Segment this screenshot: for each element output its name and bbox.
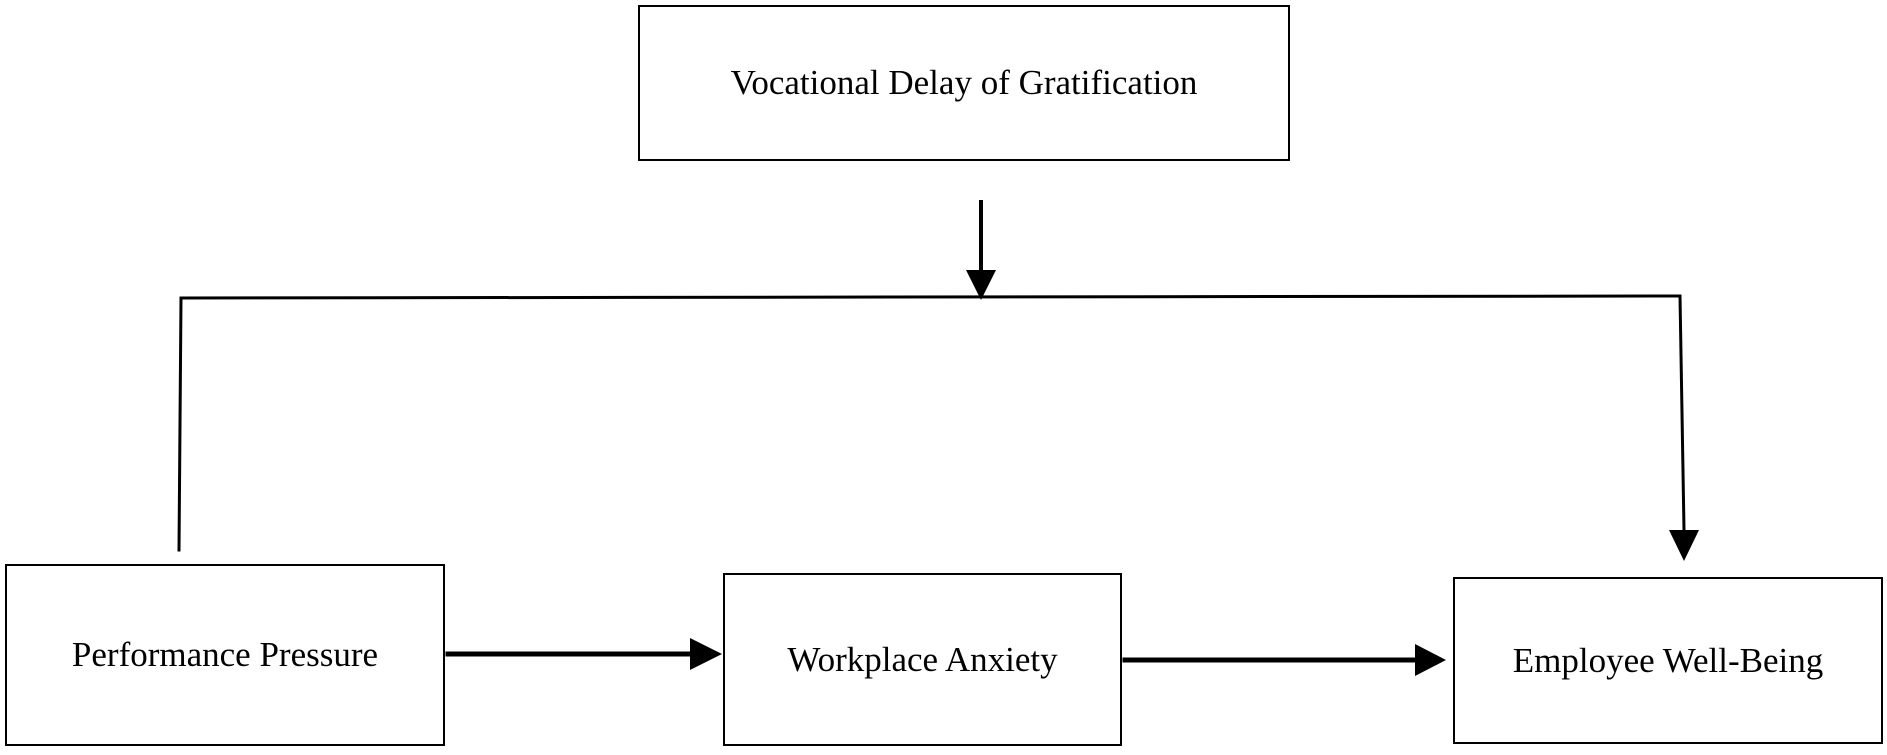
- moderator-label: Vocational Delay of Gratification: [730, 63, 1198, 102]
- direct-path-line: [177, 294, 1686, 552]
- workplace-anxiety-box: Workplace Anxiety: [723, 573, 1122, 746]
- moderator-box: Vocational Delay of Gratification: [638, 5, 1290, 161]
- direct-path-arrowhead: [1669, 530, 1699, 561]
- employee-well-being-box: Employee Well-Being: [1453, 577, 1883, 744]
- workplace-anxiety-label: Workplace Anxiety: [787, 639, 1058, 679]
- performance-pressure-box: Performance Pressure: [5, 564, 445, 746]
- performance-pressure-label: Performance Pressure: [71, 635, 379, 674]
- moderation-arrowhead: [966, 270, 996, 300]
- employee-well-being-label: Employee Well-Being: [1512, 640, 1824, 680]
- wa-to-ewb-arrowhead: [1415, 644, 1446, 676]
- pp-to-wa-arrowhead: [690, 638, 722, 670]
